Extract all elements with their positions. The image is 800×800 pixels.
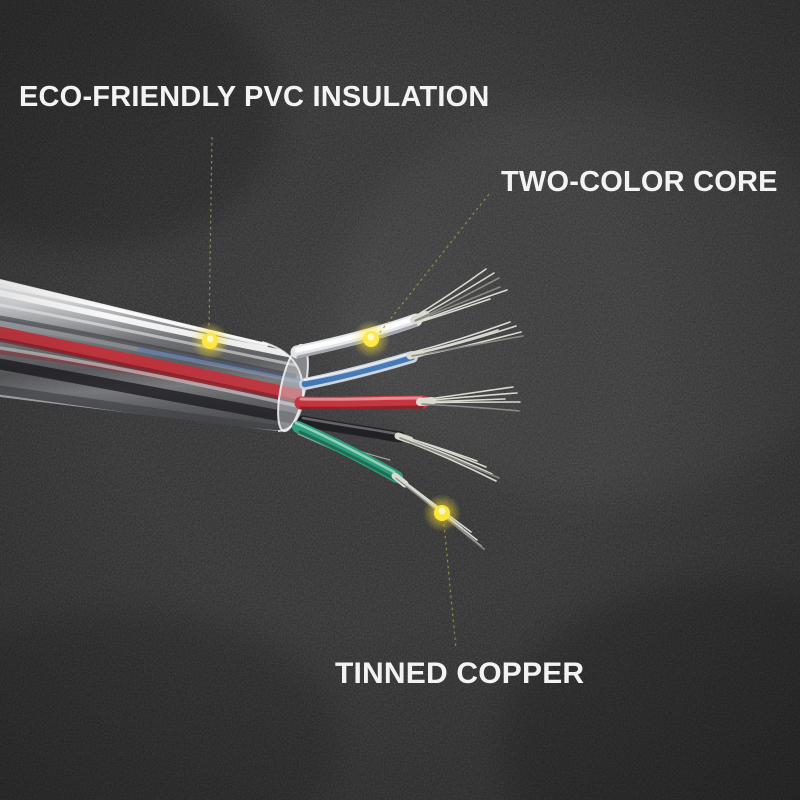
label-pvc-insulation: ECO-FRIENDLY PVC INSULATION bbox=[19, 81, 490, 113]
label-tinned-copper: TINNED COPPER bbox=[335, 657, 585, 690]
label-two-color-core: TWO-COLOR CORE bbox=[501, 166, 778, 198]
